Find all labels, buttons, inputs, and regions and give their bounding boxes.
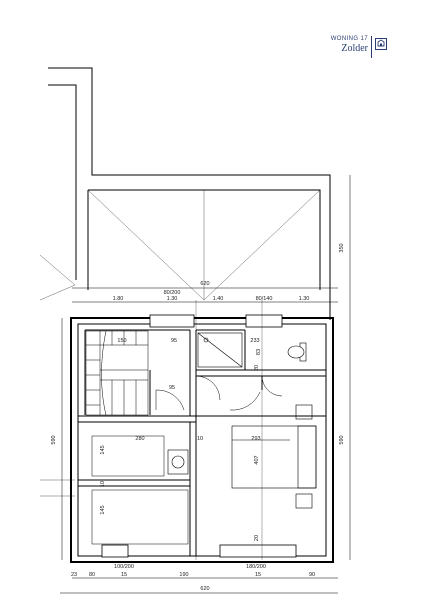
dim-top-seg-3: 1.30	[167, 296, 178, 302]
dim-bottom-seg-4: 15	[255, 572, 261, 578]
house-plan-logo-icon	[375, 38, 387, 50]
dim-right-lower: 590	[339, 435, 345, 444]
dim-top-seg-6: 1.30	[299, 296, 310, 302]
dim-bottom-window-right: 180/200	[246, 564, 266, 570]
toilet	[287, 342, 307, 362]
counter	[91, 435, 189, 545]
plan-header: WONING 17 Zolder	[300, 36, 368, 54]
shower	[197, 332, 243, 368]
dim-room-left-lower: 145	[100, 505, 106, 514]
dim-bottom-total: 620	[200, 586, 209, 592]
double-bed	[231, 404, 317, 509]
dim-wall-10b: 10	[100, 481, 106, 487]
dim-room-right-width: 293	[251, 436, 260, 442]
reference-lines	[195, 300, 263, 560]
dim-toilet-depth: 83	[256, 349, 262, 355]
doors	[155, 375, 283, 411]
dim-toilet-width: 233	[250, 338, 259, 344]
dim-top-seg-1: 1.80	[113, 296, 124, 302]
dim-room-left-width: 280	[135, 436, 144, 442]
windows	[101, 314, 297, 558]
dim-top-total: 620	[200, 281, 209, 287]
dim-hall-width: 95	[169, 385, 175, 391]
dim-left-height: 590	[51, 435, 57, 444]
dim-top-seg-4: 1.40	[213, 296, 224, 302]
roof-outline	[48, 67, 331, 320]
dim-room-right-depth: 407	[254, 455, 260, 464]
washing-machine	[167, 449, 189, 475]
roof-diagonals	[39, 189, 321, 497]
interior-walls	[78, 329, 326, 556]
dim-bottom-offset: 23	[71, 572, 77, 578]
dim-top-seg-5: 80/140	[256, 296, 273, 302]
dim-wall-10: 10	[197, 436, 203, 442]
staircase	[85, 330, 149, 416]
dim-bottom-seg-5: 90	[309, 572, 315, 578]
dim-wall-20: 20	[254, 535, 260, 541]
dim-bottom-seg-3: 190	[179, 572, 188, 578]
project-subtitle: WONING 17	[330, 36, 368, 42]
dim-bottom-seg-2: 15	[121, 572, 127, 578]
dim-right-upper: 350	[339, 243, 345, 252]
floor-title: Zolder	[341, 43, 368, 54]
header-divider	[371, 36, 372, 58]
dimension-lines	[60, 175, 351, 594]
dim-top-seg-2: 80/200	[164, 290, 181, 296]
dim-bottom-window-left: 100/200	[114, 564, 134, 570]
dim-shower-depth: 95	[171, 338, 177, 344]
dim-room-left-upper: 145	[100, 445, 106, 454]
dim-shower-width: 20	[254, 365, 260, 371]
dim-stair-width: 150	[117, 338, 126, 344]
outer-walls	[70, 317, 334, 563]
dim-bottom-seg-1: 80	[89, 572, 95, 578]
dimension-labels: 620 1.80 80/200 1.30 1.40 80/140 1.30 35…	[51, 243, 345, 592]
